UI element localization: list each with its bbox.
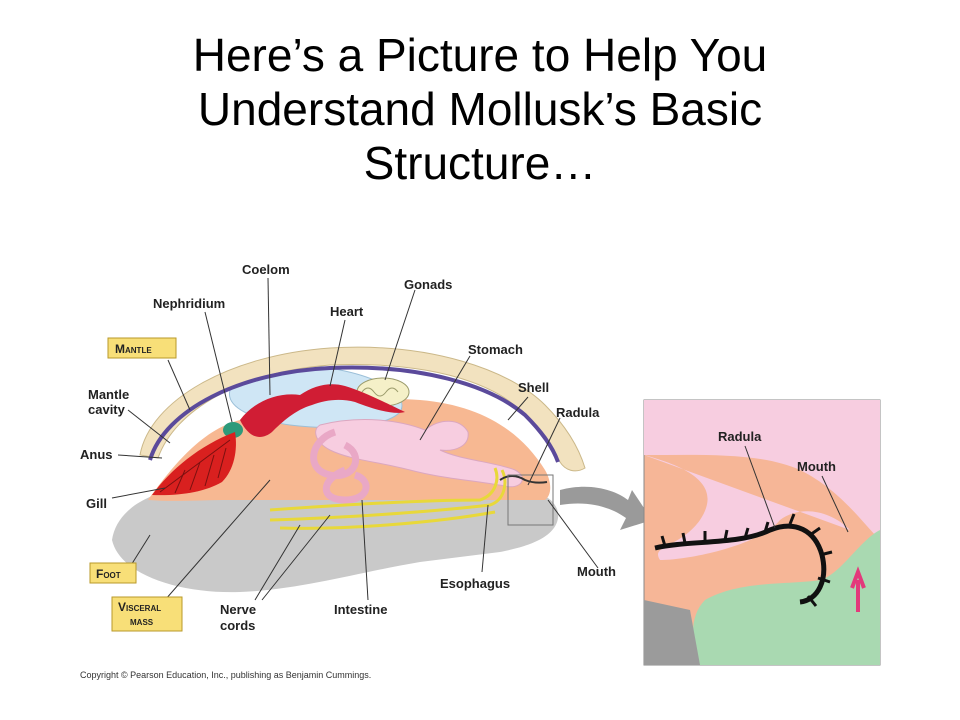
title-line-1: Here’s a Picture to Help You — [192, 29, 768, 81]
anus-label: Anus — [80, 447, 113, 462]
nerve-cords — [269, 467, 507, 530]
mantle-label: Mantle — [115, 342, 152, 356]
inset-radula-label: Radula — [718, 429, 762, 444]
nerve-cords-label-2: cords — [220, 618, 255, 633]
mouth-label: Mouth — [577, 564, 616, 579]
mantle-label-box — [107, 337, 177, 359]
slide-title: Here’s a Picture to Help You Understand … — [40, 28, 920, 190]
gill-label: Gill — [86, 496, 107, 511]
intestine — [310, 428, 370, 504]
esophagus-label: Esophagus — [440, 576, 510, 591]
shell — [139, 346, 586, 472]
intestine-label: Intestine — [334, 602, 387, 617]
nephridium — [223, 422, 243, 438]
radula — [499, 475, 548, 484]
mantle-cavity-label-2: cavity — [88, 402, 126, 417]
title-line-2: Understand Mollusk’s Basic — [197, 83, 763, 135]
gill — [152, 432, 236, 496]
heart — [240, 384, 405, 437]
gonads-label: Gonads — [404, 277, 452, 292]
zoom-arrow — [560, 486, 652, 530]
radula-inset: Radula Mouth — [643, 399, 881, 666]
stomach-label: Stomach — [468, 342, 523, 357]
inset-marker — [507, 474, 554, 526]
coelom-label: Coelom — [242, 262, 290, 277]
inset-mouth-label: Mouth — [797, 459, 836, 474]
visceral-mass-label-2: mass — [130, 614, 154, 628]
nephridium-label: Nephridium — [153, 296, 225, 311]
shell-label: Shell — [518, 380, 549, 395]
title-line-3: Structure… — [363, 137, 597, 189]
copyright-text: Copyright © Pearson Education, Inc., pub… — [80, 670, 371, 680]
radula-label: Radula — [556, 405, 600, 420]
foot-label: Foot — [96, 567, 121, 581]
mantle-cavity-label-1: Mantle — [88, 387, 129, 402]
nerve-cords-label-1: Nerve — [220, 602, 256, 617]
heart-label: Heart — [330, 304, 364, 319]
mantle — [148, 365, 560, 463]
visceral-mass-label-box — [111, 596, 183, 632]
foot-label-box — [89, 562, 137, 584]
visceral-mass-label-1: Visceral — [118, 600, 161, 614]
